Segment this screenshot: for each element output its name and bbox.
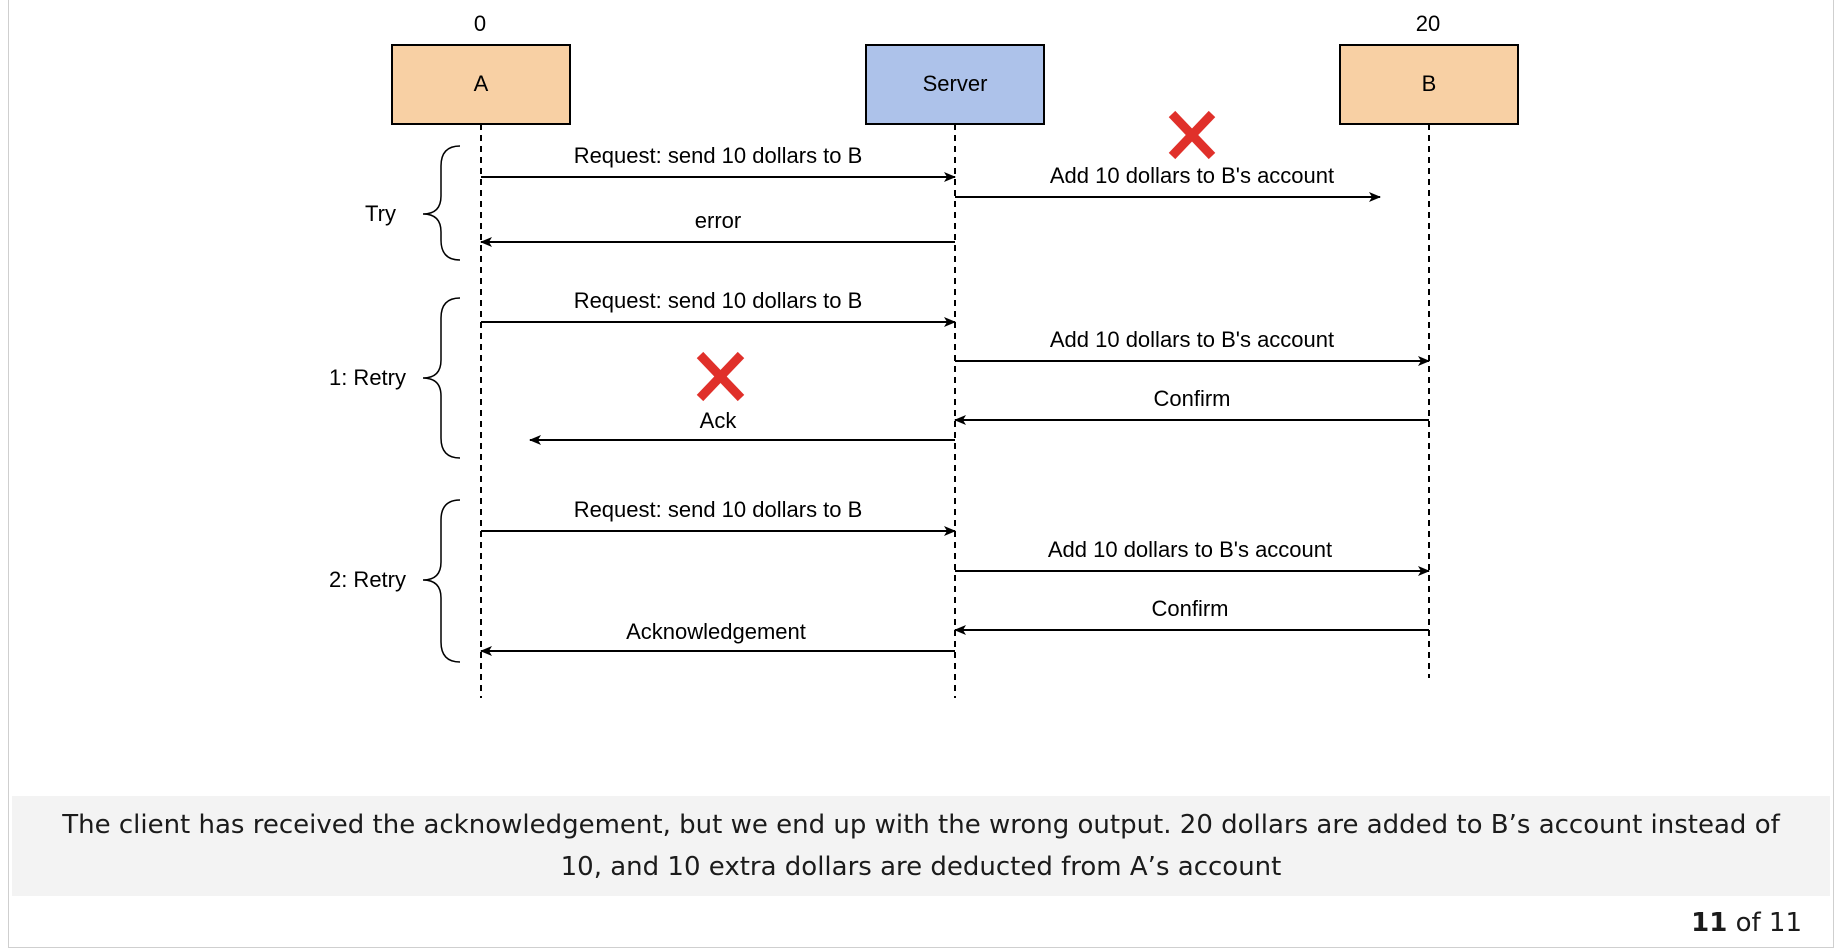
- pager-separator: of: [1735, 908, 1769, 938]
- failure-cross-icon: [1168, 110, 1216, 160]
- msg-try-error: error: [695, 208, 741, 233]
- participant-b: B: [1339, 44, 1519, 125]
- slide-pager: 11 of 11: [1691, 908, 1802, 938]
- participant-server-label: Server: [923, 71, 988, 96]
- msg-r1-ack: Ack: [700, 408, 738, 433]
- msg-r1-request: Request: send 10 dollars to B: [574, 288, 863, 313]
- participant-a-label: A: [474, 71, 489, 96]
- participant-b-label: B: [1422, 71, 1437, 96]
- msg-try-request: Request: send 10 dollars to B: [574, 143, 863, 168]
- brace-retry2: [422, 499, 461, 663]
- msg-r2-ack: Acknowledgement: [626, 619, 806, 644]
- caption-text: The client has received the acknowledgem…: [62, 810, 1780, 882]
- pager-total: 11: [1768, 908, 1802, 938]
- brace-try: [422, 145, 461, 261]
- msg-r1-add: Add 10 dollars to B's account: [1050, 327, 1334, 352]
- msg-r2-confirm: Confirm: [1151, 596, 1228, 621]
- msg-r2-add: Add 10 dollars to B's account: [1048, 537, 1332, 562]
- participant-server: Server: [865, 44, 1045, 125]
- phase-retry2-label: 2: Retry: [329, 567, 406, 592]
- caption-band: The client has received the acknowledgem…: [12, 796, 1830, 896]
- sequence-diagram: 0 20 A Server B Try 1: Retry 2: Retry Re…: [329, 11, 1519, 698]
- pager-current: 11: [1691, 908, 1728, 938]
- msg-r1-confirm: Confirm: [1153, 386, 1230, 411]
- participant-server-box: [865, 44, 1045, 125]
- phase-try-label: Try: [365, 201, 396, 226]
- msg-r2-request: Request: send 10 dollars to B: [574, 497, 863, 522]
- phase-retry1-label: 1: Retry: [329, 365, 406, 390]
- failure-cross-icon: [696, 351, 745, 402]
- a-balance: 0: [474, 11, 486, 36]
- msg-try-add: Add 10 dollars to B's account: [1050, 163, 1334, 188]
- slide-frame: [8, 0, 1834, 948]
- b-balance: 20: [1416, 11, 1440, 36]
- brace-retry1: [422, 297, 461, 459]
- participant-a: A: [391, 44, 571, 125]
